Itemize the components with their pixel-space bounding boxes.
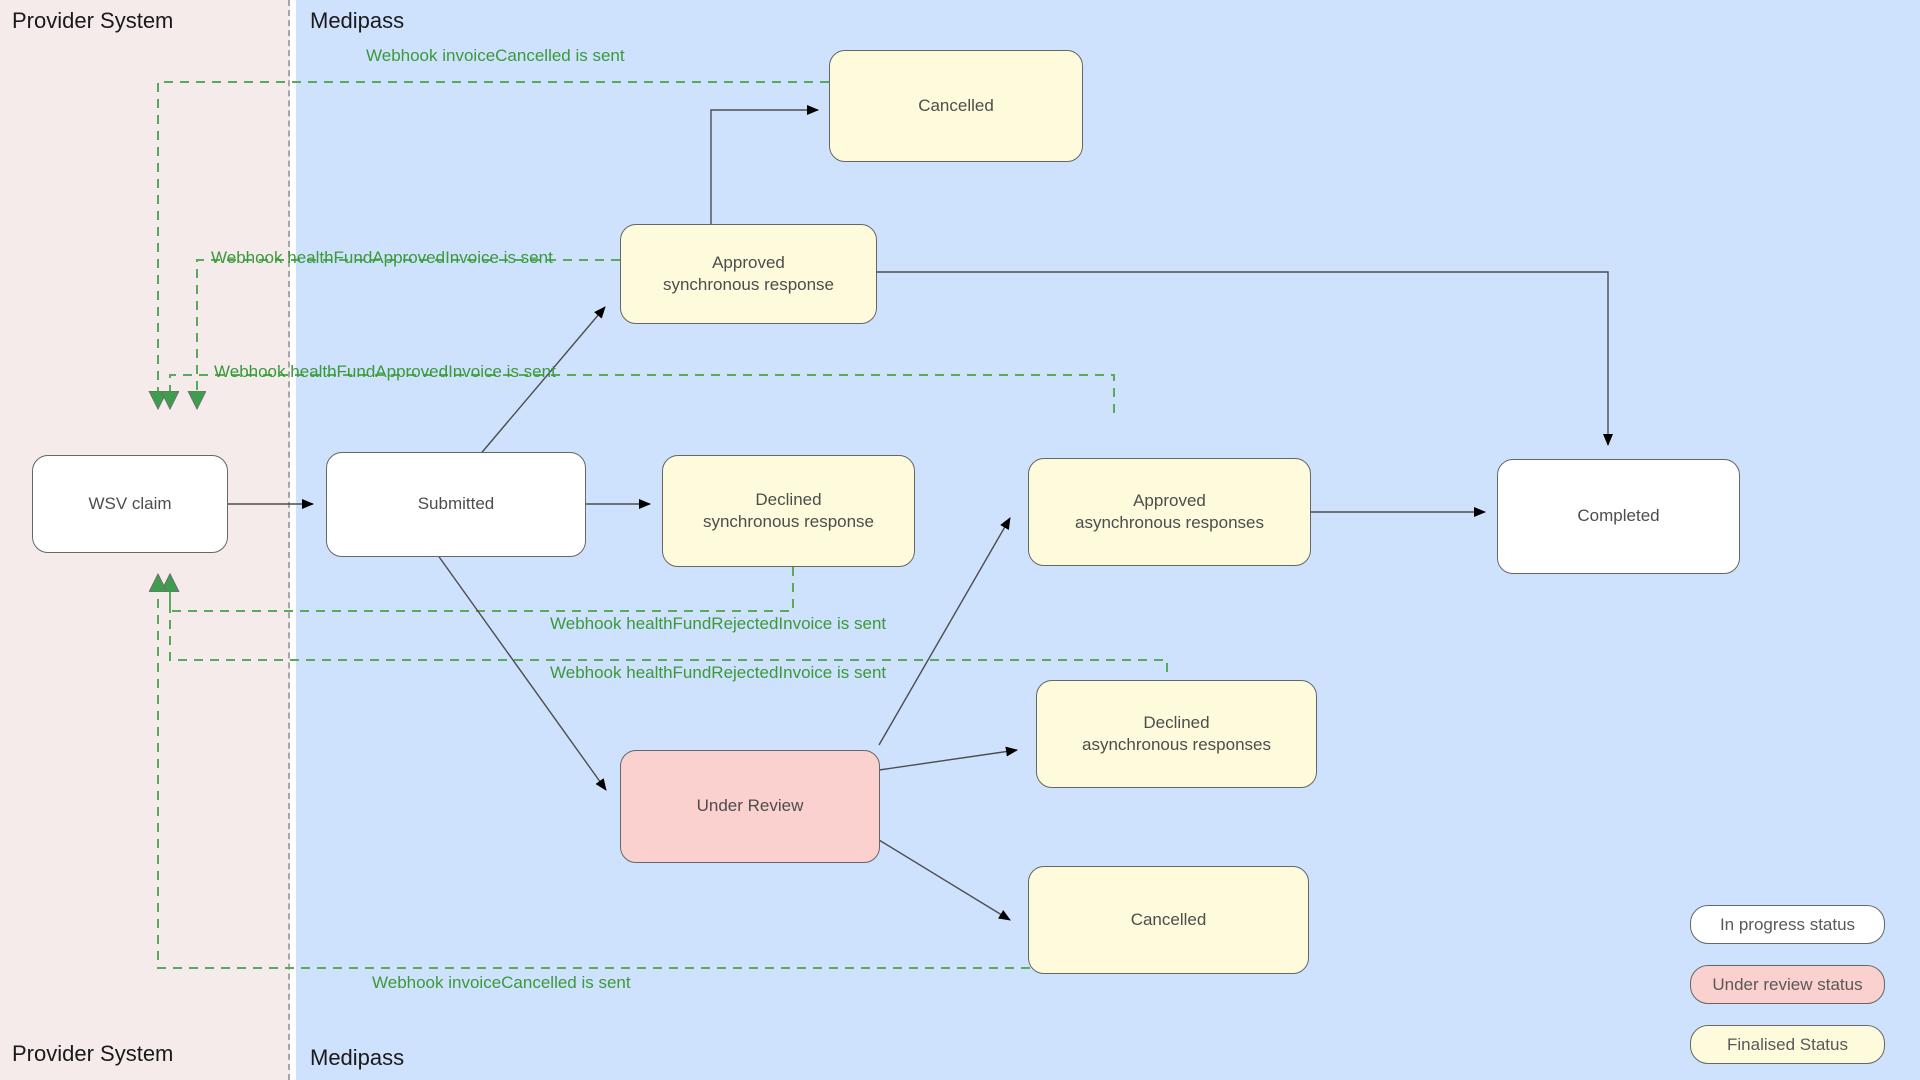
node-label: Declined asynchronous responses	[1081, 712, 1271, 754]
node-label: WSV claim	[88, 493, 172, 513]
node-approved-asynchronous-responses[interactable]: Approved asynchronous responses	[1028, 458, 1311, 566]
node-label: Cancelled	[1130, 909, 1207, 929]
node-cancelled-top[interactable]: Cancelled	[829, 50, 1083, 162]
legend-label: Finalised Status	[1727, 1034, 1848, 1054]
legend-in-progress-status[interactable]: In progress status	[1690, 905, 1885, 944]
node-submitted[interactable]: Submitted	[326, 452, 586, 557]
node-wsv-claim[interactable]: WSV claim	[32, 455, 228, 553]
node-declined-asynchronous-responses[interactable]: Declined asynchronous responses	[1036, 680, 1317, 788]
node-label: Cancelled	[918, 95, 994, 115]
lane-title-provider-top: Provider System	[12, 8, 174, 33]
webhook-label-approved-invoice-2: Webhook healthFundApprovedInvoice is sen…	[214, 362, 556, 381]
legend-finalised-status[interactable]: Finalised Status	[1690, 1025, 1885, 1064]
node-declined-synchronous-response[interactable]: Declined synchronous response	[662, 455, 915, 567]
node-label: Approved asynchronous responses	[1074, 490, 1264, 532]
node-cancelled-bottom[interactable]: Cancelled	[1028, 866, 1309, 974]
node-label: Approved synchronous response	[662, 252, 835, 294]
webhook-label-rejected-invoice-1: Webhook healthFundRejectedInvoice is sen…	[550, 614, 887, 633]
node-approved-synchronous-response[interactable]: Approved synchronous response	[620, 224, 877, 324]
lane-title-medipass-top: Medipass	[310, 8, 405, 33]
legend-label: Under review status	[1712, 974, 1863, 994]
node-label: Declined synchronous response	[702, 489, 875, 531]
webhook-label-approved-invoice-1: Webhook healthFundApprovedInvoice is sen…	[211, 248, 553, 267]
lane-title-provider-bottom: Provider System	[12, 1041, 174, 1066]
webhook-label-invoice-cancelled-top: Webhook invoiceCancelled is sent	[366, 46, 625, 65]
lane-title-medipass-bottom: Medipass	[310, 1045, 405, 1070]
node-completed[interactable]: Completed	[1497, 459, 1740, 574]
node-label: Under Review	[696, 796, 804, 816]
node-label: Completed	[1577, 506, 1660, 526]
webhook-label-rejected-invoice-2: Webhook healthFundRejectedInvoice is sen…	[550, 663, 887, 682]
webhook-label-invoice-cancelled-bottom: Webhook invoiceCancelled is sent	[372, 973, 631, 992]
node-label: Submitted	[417, 494, 495, 514]
legend-under-review-status[interactable]: Under review status	[1690, 965, 1885, 1004]
node-under-review[interactable]: Under Review	[620, 750, 880, 863]
legend-label: In progress status	[1719, 914, 1856, 934]
